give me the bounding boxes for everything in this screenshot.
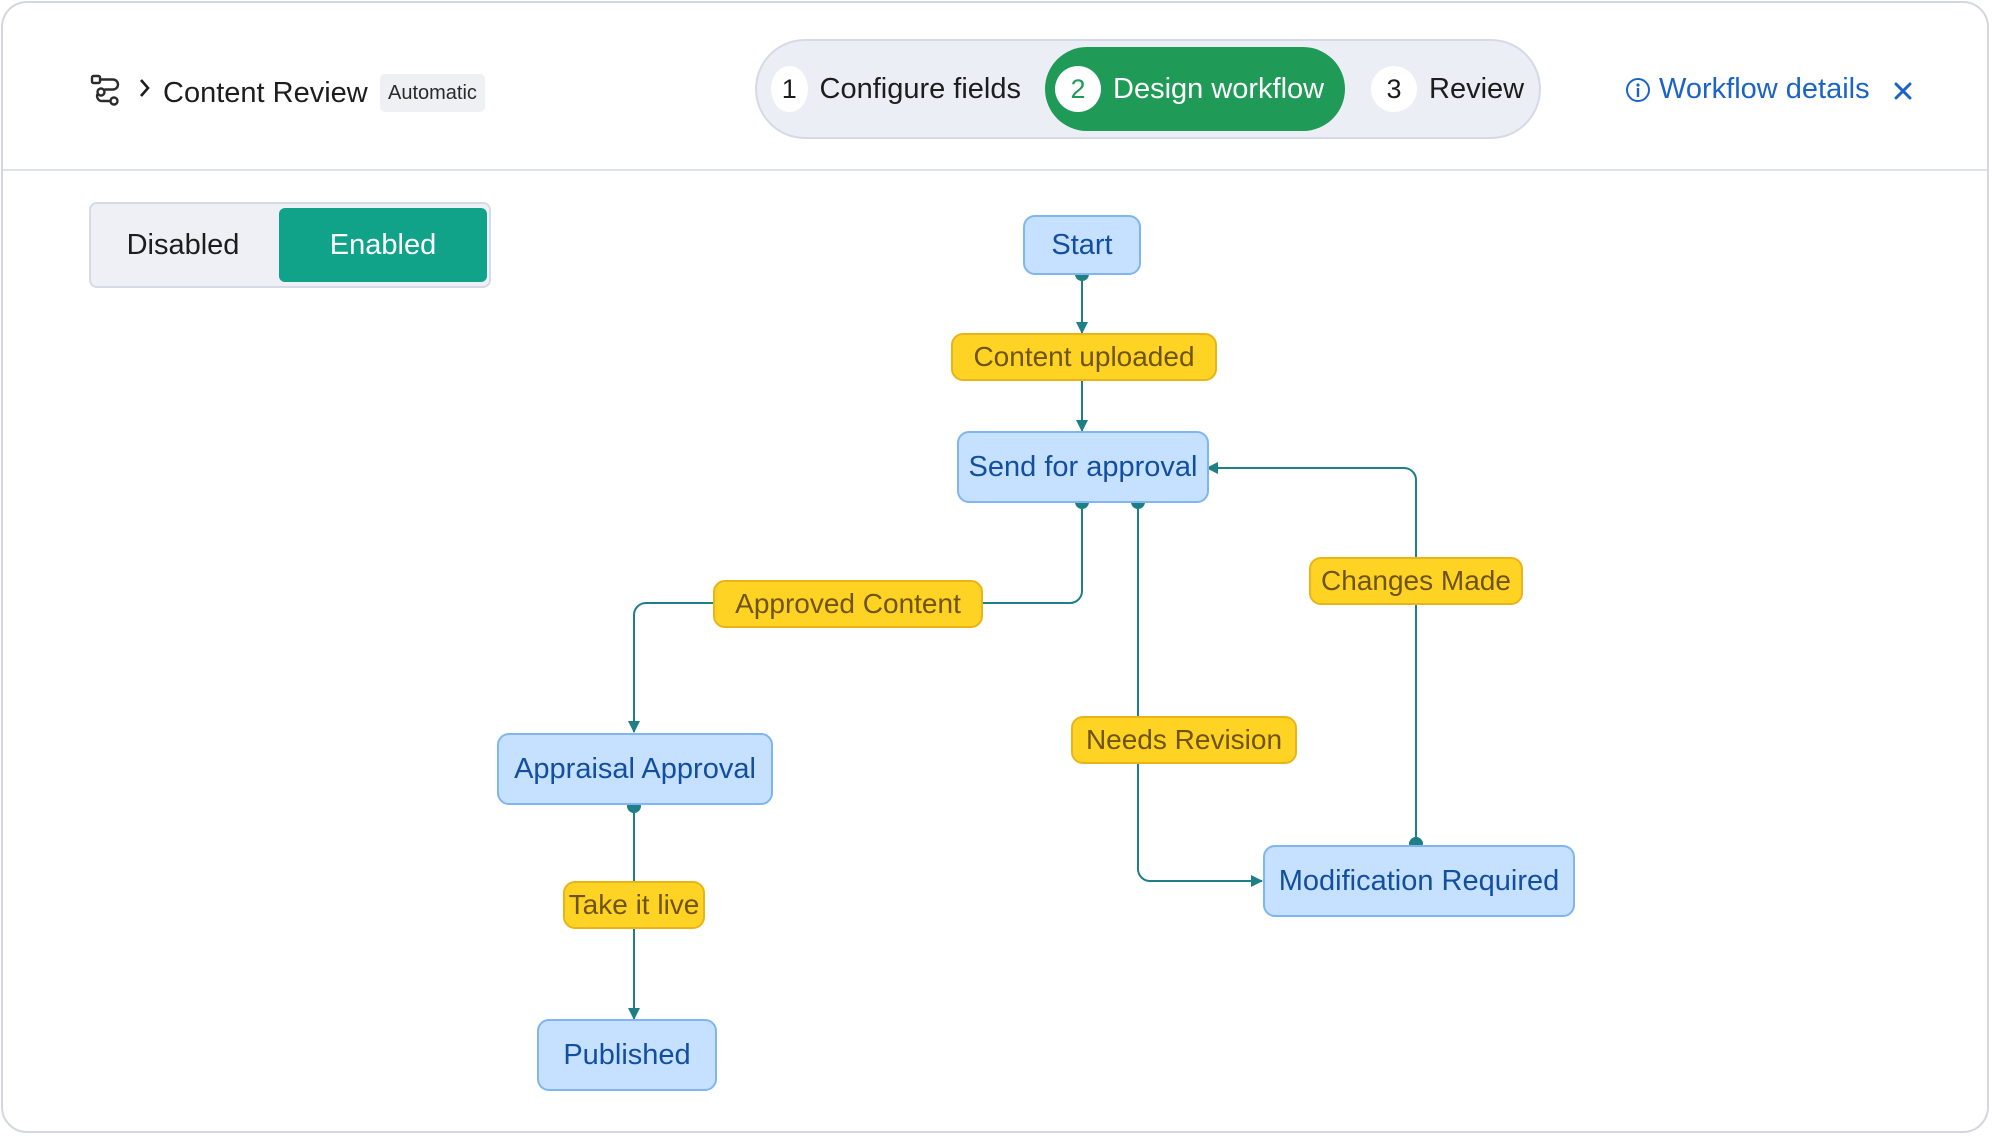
- header-bar: Content Review Automatic 1 Configure fie…: [3, 3, 1987, 171]
- step-configure-fields[interactable]: 1 Configure fields: [761, 47, 1021, 131]
- state-appraisal-approval[interactable]: Appraisal Approval: [497, 733, 773, 805]
- workflow-details-link[interactable]: Workflow details: [1625, 73, 1870, 106]
- info-icon: [1626, 77, 1650, 102]
- step-label: Review: [1429, 72, 1525, 105]
- state-modification-required[interactable]: Modification Required: [1263, 845, 1575, 917]
- connector-approval-to-modification: [1137, 502, 1263, 887]
- status-toggle: Disabled Enabled: [89, 202, 491, 288]
- step-label: Configure fields: [819, 72, 1022, 105]
- toggle-disabled-option[interactable]: Disabled: [126, 228, 240, 261]
- step-label: Design workflow: [1113, 72, 1325, 105]
- workflow-details-label: Workflow details: [1659, 73, 1870, 105]
- step-design-workflow[interactable]: 2 Design workflow: [1045, 47, 1345, 131]
- transition-needs-revision[interactable]: Needs Revision: [1071, 716, 1297, 764]
- toggle-enabled-option[interactable]: Enabled: [279, 208, 487, 282]
- state-send-for-approval[interactable]: Send for approval: [957, 431, 1209, 503]
- transition-approved-content[interactable]: Approved Content: [713, 580, 983, 628]
- workflow-icon[interactable]: [89, 73, 123, 107]
- trigger-type-badge: Automatic: [380, 74, 485, 112]
- state-start[interactable]: Start: [1023, 215, 1141, 275]
- close-icon[interactable]: [1889, 77, 1917, 105]
- breadcrumb-title: Content Review: [163, 77, 368, 109]
- connector-modification-to-approval: [1206, 462, 1417, 844]
- transition-changes-made[interactable]: Changes Made: [1309, 557, 1523, 605]
- step-number: 3: [1371, 66, 1417, 112]
- chevron-right-icon: [140, 79, 150, 97]
- transition-content-uploaded[interactable]: Content uploaded: [951, 333, 1217, 381]
- workflow-connectors: [627, 267, 1423, 1020]
- step-review[interactable]: 3 Review: [1361, 47, 1531, 131]
- workflow-canvas: Start Content uploaded Send for approval…: [3, 3, 1987, 1131]
- step-number: 1: [771, 66, 808, 112]
- transition-take-it-live[interactable]: Take it live: [563, 881, 705, 929]
- wizard-stepper: 1 Configure fields 2 Design workflow 3 R…: [755, 39, 1541, 139]
- step-number: 2: [1055, 66, 1101, 112]
- state-published[interactable]: Published: [537, 1019, 717, 1091]
